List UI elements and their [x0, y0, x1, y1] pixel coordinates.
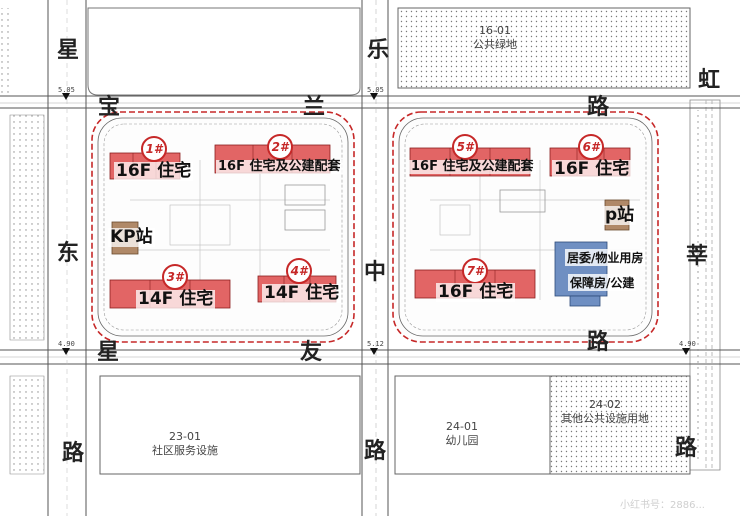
elevation-label: 4.90: [679, 340, 696, 348]
plot-code: 23-01: [169, 430, 201, 443]
building-4-label: 14F 住宅: [262, 283, 342, 303]
building-7-label: 16F 住宅: [436, 282, 516, 302]
watermark-text: 小红书号：2886...: [620, 500, 705, 511]
elevation-label: 4.90: [58, 340, 75, 348]
elevation-label: 5.05: [58, 86, 75, 94]
elevation-label: 5.05: [367, 86, 384, 94]
plot-code: 16-01: [479, 24, 511, 37]
building-3-number: 3#: [162, 264, 188, 290]
plot-name: 其他公共设施用地: [561, 412, 649, 425]
plot-24-01-24-02: [394, 375, 691, 475]
building-3-label: 14F 住宅: [136, 289, 216, 309]
building-7-number: 7#: [462, 258, 488, 284]
road-label-zhongyou-3: 路: [587, 330, 610, 355]
kp-station-label: KP站: [108, 227, 155, 247]
plot-23-01: [9, 375, 361, 475]
road-label-dongxing-2: 星: [97, 340, 120, 365]
plot-16-01-green: [397, 7, 691, 89]
road-label-xingle-1: 星: [57, 38, 80, 63]
building-6-number: 6#: [578, 134, 604, 160]
road-label-baolan-1: 宝: [98, 95, 121, 120]
road-label-hongxin-3: 路: [675, 436, 698, 461]
baozhang-label: 保障房/公建: [568, 274, 637, 291]
road-label-hongxin-2: 莘: [686, 244, 709, 269]
road-label-xingle-2: 乐: [367, 38, 390, 63]
road-label-dongxing-3: 路: [62, 441, 85, 466]
road-label-dongxing-1: 东: [57, 241, 80, 266]
building-2-label: 16F 住宅及公建配套: [216, 159, 343, 175]
building-5-label: 16F 住宅及公建配套: [409, 159, 536, 175]
plot-code: 24-02: [589, 398, 621, 411]
juwei-label: 居委/物业用房: [565, 249, 646, 266]
elevation-label: 5.12: [367, 340, 384, 348]
plot-24-01-label: 24-01 幼儿园: [432, 420, 492, 448]
road-label-zhongyou-2: 友: [300, 340, 323, 365]
building-2-number: 2#: [267, 134, 293, 160]
road-label-zhongyou-1: 中: [364, 260, 387, 285]
plot-name: 幼儿园: [445, 434, 479, 447]
road-label-zhongyou-4: 路: [364, 439, 387, 464]
plot-24-02-label: 24-02 其他公共设施用地: [540, 398, 670, 426]
road-label-baolan-3: 路: [587, 95, 610, 120]
building-1-label: 16F 住宅: [114, 161, 194, 181]
plot-name: 社区服务设施: [152, 444, 218, 457]
building-6-label: 16F 住宅: [552, 159, 632, 179]
plot-23-01-label: 23-01 社区服务设施: [140, 430, 230, 458]
plot-name: 公共绿地: [473, 38, 517, 51]
building-4-number: 4#: [286, 258, 312, 284]
plot-code: 24-01: [446, 420, 478, 433]
road-label-baolan-2: 兰: [303, 95, 326, 120]
road-label-hongxin-1: 虹: [698, 68, 721, 93]
building-5-number: 5#: [452, 134, 478, 160]
plot-16-01-label: 16-01 公共绿地: [460, 24, 530, 52]
green-strip: [0, 8, 10, 95]
p-station-label: p站: [603, 205, 637, 225]
building-1-number: 1#: [141, 136, 167, 162]
